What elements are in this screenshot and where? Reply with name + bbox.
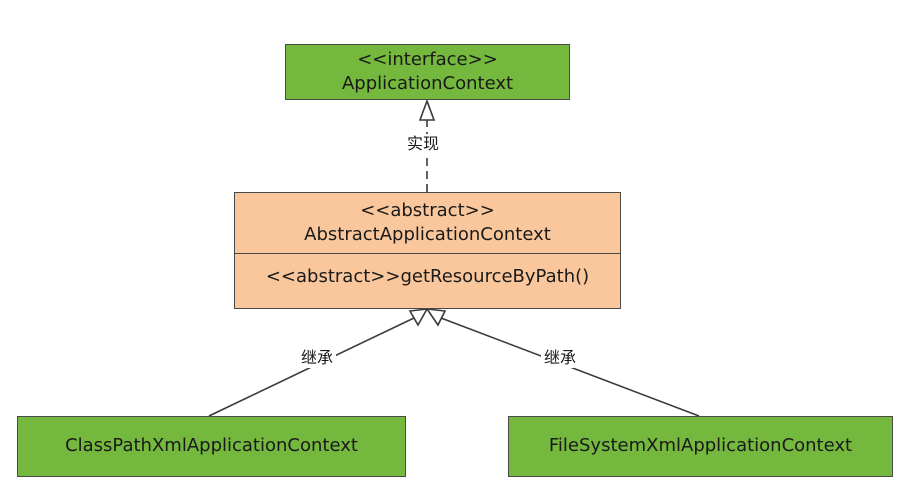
abstract-method: <<abstract>>getResourceByPath() [265,266,590,287]
abstract-class-name: AbstractApplicationContext [304,224,551,245]
interface-stereotype: <<interface>> [357,49,498,70]
interface-name: ApplicationContext [341,73,514,94]
inheritance-label-right: 继承 [541,348,580,368]
filesystem-class-box: FileSystemXmlApplicationContext [508,416,893,477]
inheritance-arrowhead-left [408,308,429,327]
abstract-class-box: <<abstract>> AbstractApplicationContext … [234,192,621,309]
realization-arrowhead [418,98,436,121]
filesystem-class-name: FileSystemXmlApplicationContext [548,435,853,456]
abstract-stereotype: <<abstract>> [360,200,495,221]
abstract-class-header: <<abstract>> AbstractApplicationContext [235,193,620,254]
classpath-class-box: ClassPathXmlApplicationContext [17,416,406,477]
abstract-class-methods: <<abstract>>getResourceByPath() [235,254,620,289]
inheritance-label-left: 继承 [298,348,337,368]
realization-label: 实现 [404,134,443,154]
classpath-class-name: ClassPathXmlApplicationContext [65,435,358,456]
interface-class-box: <<interface>> ApplicationContext [285,44,570,100]
inheritance-arrowhead-right [425,308,447,327]
